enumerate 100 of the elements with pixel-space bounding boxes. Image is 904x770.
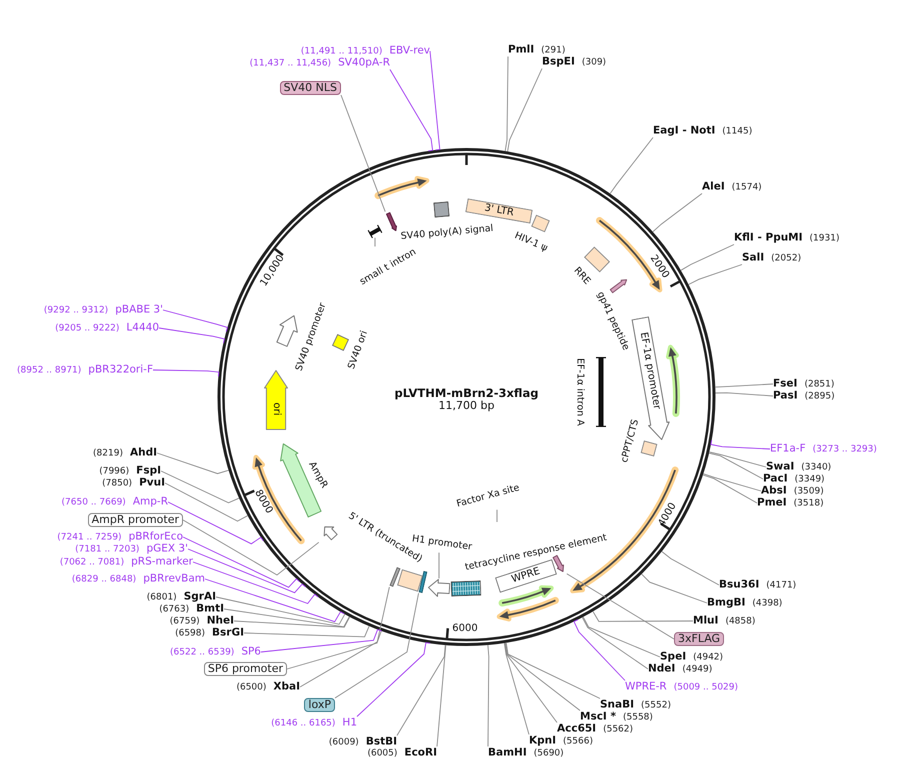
directional-feature [428,578,450,598]
leader-line [334,592,420,698]
primer-site-label: (7181 .. 7203) pGEX 3' [75,542,188,556]
leader-line [652,193,702,232]
feature-tag: SV40 NLS [280,81,341,95]
leader-line [496,509,498,522]
restriction-site-label: MluI (4858) [693,614,756,628]
feature-tag: SP6 promoter [204,662,287,676]
leader-line [708,452,766,468]
leader-line [260,629,382,652]
primer-site-label: (6146 .. 6165) H1 [271,716,357,730]
feature-tag: 3xFLAG [674,632,724,646]
primer-site-label: (7241 .. 7259) pBRforEco [57,530,183,544]
leader-line [702,474,758,504]
feature-box [397,568,423,592]
restriction-site-label: PasI (2895) [773,390,835,402]
leader-line [374,237,376,247]
leader-line [504,56,508,152]
leader-line [224,608,350,628]
restriction-site-label: AbsI (3509) [761,484,824,498]
leader-line [715,392,774,396]
feature-box: 3' LTR [465,198,533,224]
restriction-site-label: PacI (3349) [763,472,825,486]
restriction-site-label: (6009) BstBI [328,736,397,748]
restriction-site-label: Bsu36I (4171) [719,578,796,592]
leader-line [188,548,306,594]
leader-line [708,452,764,480]
leader-line [164,482,248,522]
restriction-site-label: SalI (2052) [742,252,802,264]
leader-line [300,630,382,688]
restriction-site-label: EagI - NotI (1145) [653,124,752,138]
leader-line [234,616,350,628]
restriction-site-label: PmlI (291) [508,44,566,56]
restriction-site-label: BamHI (5690) [488,746,564,760]
leader-line [192,562,319,604]
leader-line [714,384,774,388]
leader-line [582,616,660,658]
restriction-site-label: SpeI (4942) [660,650,724,664]
directional-feature [385,212,399,232]
plasmid-name: pLVTHM-mBrn2-3xflag [394,387,538,399]
leader-line [158,328,225,344]
restriction-site-label: SwaI (3340) [766,460,832,474]
leader-line [430,50,440,150]
leader-line [438,552,440,579]
leader-line [390,69,434,152]
restriction-site-label: (6763) BmtI [159,602,224,616]
primer-site-label: (7062 .. 7081) pRS-marker [60,556,193,568]
leader-line [487,644,490,747]
restriction-site-label: SnaBI (5552) [600,698,671,712]
leader-line [160,470,240,504]
restriction-site-label: NdeI (4949) [648,662,712,676]
feature-label: EF-1α intron A [574,358,586,426]
feature-label: HIV-1 ψ [512,230,550,254]
directional-feature: ori [264,370,288,430]
leader-line [162,310,228,332]
leader-line [216,596,346,625]
leader-line [661,551,720,586]
primer-site-label: EF1a-F (3273 .. 3293) [770,442,877,456]
leader-line [702,473,762,492]
leader-line [436,644,446,747]
feature-label: Factor Xa site [455,482,521,510]
primer-site-label: (8952 .. 8971) pBR322ori-F [17,364,153,376]
leader-line [507,68,542,152]
restriction-site-label: (7996) FspI [99,464,161,478]
primer-site-label: (9292 .. 9312) pBABE 3' [44,304,163,316]
leader-line [152,370,220,377]
leader-line [710,440,770,450]
restriction-site-label: (6500) XbaI [236,680,300,694]
leader-line [396,644,446,736]
restriction-site-label: MscI * (5558) [580,710,653,724]
restriction-site-label: (8219) AhdI [93,446,157,460]
primer-site-label: (6522 .. 6539) SP6 [170,646,261,658]
leader-line [688,264,742,285]
leader-line [182,536,300,588]
leader-line [504,642,530,735]
feature-box [432,200,450,218]
leader-line [340,94,386,212]
restriction-site-label: PmeI (3518) [757,496,824,510]
leader-line [182,520,320,576]
primer-site-label: (9205 .. 9222) L4440 [55,322,159,334]
restriction-site-label: FseI (2851) [773,378,834,390]
restriction-site-label: (6598) BsrGI [175,626,244,640]
feature-box [530,214,550,232]
primer-site-label: (7650 .. 7669) Amp-R [62,496,168,508]
leader-line [641,574,708,604]
restriction-site-label: (7850) PvuI [102,476,165,490]
restriction-site-label: (6759) NheI [170,614,234,628]
restriction-site-label: KpnI (5566) [529,734,593,748]
leader-line [244,626,370,638]
primer-site-label: WPRE-R (5009 .. 5029) [625,680,738,694]
leader-line [573,619,626,681]
restriction-site-label: (6005) EcoRI [367,746,437,760]
leader-line [582,616,648,670]
feature-tag: AmpR promoter [88,513,183,527]
leader-line [506,642,600,699]
primer-site-label: (11,437 .. 11,456) SV40pA-R [250,56,390,70]
restriction-site-label: (6801) SgrAI [146,590,216,604]
scale-tick-label: 6000 [452,623,478,635]
leader-line [592,611,694,622]
leader-line [610,137,654,194]
